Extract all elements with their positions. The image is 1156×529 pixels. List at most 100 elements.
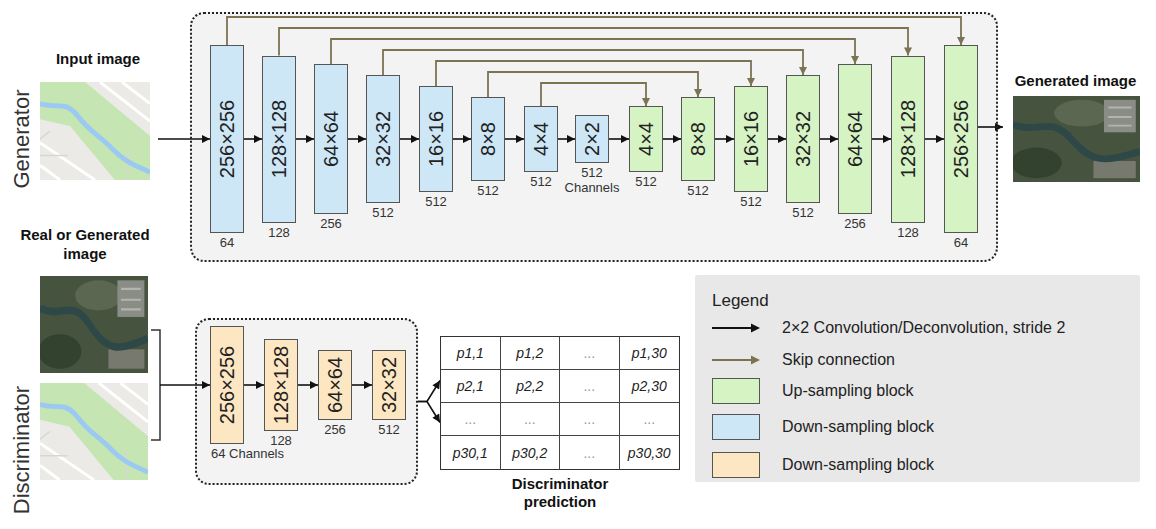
connector-line bbox=[400, 138, 419, 140]
network-panel: Discriminator256×25664 Channels128×12812… bbox=[195, 318, 418, 485]
resolution-label: 32×32 bbox=[373, 111, 393, 167]
resolution-label: 256×256 bbox=[217, 100, 237, 178]
connector-line bbox=[541, 83, 646, 106]
resolution-label: 4×4 bbox=[636, 122, 656, 156]
channel-count: 128 bbox=[897, 226, 919, 239]
grid-cell: ... bbox=[560, 436, 620, 469]
resolution-label: 32×32 bbox=[793, 111, 813, 167]
legend-swatch bbox=[712, 414, 760, 440]
channel-count: 512 bbox=[372, 206, 394, 219]
channel-count: 64 bbox=[220, 236, 234, 249]
table-cell-text: p1,2 bbox=[516, 345, 543, 361]
legend-row: Down-sampling block bbox=[712, 414, 1127, 440]
table-cell-text: ... bbox=[524, 411, 536, 427]
table-cell-text: p30,30 bbox=[628, 445, 671, 461]
panel-heading: Generator bbox=[11, 89, 33, 188]
legend-text: Skip connection bbox=[782, 347, 895, 373]
resolution-label: 16×16 bbox=[741, 111, 761, 167]
legend-text: 2×2 Convolution/Deconvolution, stride 2 bbox=[782, 315, 1065, 341]
connector bbox=[298, 385, 318, 386]
channel-count: 512 bbox=[687, 184, 709, 197]
grid-cell: p30,2 bbox=[501, 436, 561, 469]
panel-heading: Discriminator bbox=[11, 386, 33, 514]
channel-count: 256 bbox=[324, 423, 346, 436]
connector bbox=[418, 381, 440, 423]
table-cell-text: p2,1 bbox=[457, 378, 484, 394]
legend-line bbox=[712, 327, 752, 329]
layer-block: 256×25664 Channels bbox=[210, 326, 244, 444]
real-satellite-image bbox=[38, 276, 148, 373]
grid-cell: ... bbox=[441, 403, 501, 436]
resolution-label: 16×16 bbox=[426, 111, 446, 167]
resolution-label: 128×128 bbox=[898, 100, 918, 178]
channel-count: 512 bbox=[792, 206, 814, 219]
channel-count: 128 bbox=[270, 434, 292, 447]
input-map-image bbox=[40, 82, 150, 180]
caption-label: Generated image bbox=[1003, 72, 1148, 91]
legend-arrow-head bbox=[751, 356, 760, 365]
prediction-grid: Discriminator predictionp1,1p1,2...p1,30… bbox=[440, 336, 680, 470]
table-cell-text: ... bbox=[464, 411, 476, 427]
resolution-label: 64×64 bbox=[325, 357, 345, 413]
table-cell-text: ... bbox=[583, 345, 595, 361]
connector-line bbox=[925, 138, 944, 140]
table-cell-text: p1,30 bbox=[632, 345, 667, 361]
connector-line bbox=[768, 138, 786, 140]
connector-line bbox=[296, 138, 314, 140]
table-cell-text: p2,30 bbox=[632, 378, 667, 394]
legend-row: Up-sampling block bbox=[712, 378, 1127, 404]
channel-count: 512 bbox=[425, 195, 447, 208]
channel-count: 256 bbox=[320, 217, 342, 230]
grid-cell: ... bbox=[560, 403, 620, 436]
grid-cell: ... bbox=[501, 403, 561, 436]
connector bbox=[279, 28, 908, 56]
grid-cell: ... bbox=[560, 337, 620, 370]
table-cell-text: p1,1 bbox=[457, 345, 484, 361]
resolution-label: 128×128 bbox=[271, 346, 291, 424]
grid-cell: p2,30 bbox=[620, 370, 680, 403]
caption-label: Input image bbox=[38, 50, 158, 69]
resolution-label: 256×256 bbox=[951, 100, 971, 178]
table-cell-text: ... bbox=[583, 411, 595, 427]
grid-cell: p2,2 bbox=[501, 370, 561, 403]
legend-arrow-head bbox=[751, 324, 760, 333]
input-map-image bbox=[40, 383, 148, 480]
legend-heading: Legend bbox=[712, 291, 769, 311]
resolution-label: 4×4 bbox=[531, 122, 551, 156]
table-cell-text: ... bbox=[583, 445, 595, 461]
layer-block: 32×32512 bbox=[372, 350, 406, 420]
channel-count: 512 bbox=[740, 195, 762, 208]
legend-text: Down-sampling block bbox=[782, 414, 934, 440]
layer-block: 64×64256 bbox=[318, 350, 352, 420]
connector bbox=[558, 139, 575, 140]
layer-block: 16×16512 bbox=[734, 86, 768, 192]
connector bbox=[348, 139, 366, 140]
connector bbox=[609, 139, 629, 140]
grid-cell: p2,1 bbox=[441, 370, 501, 403]
channel-count: 128 bbox=[268, 226, 290, 239]
connector-line bbox=[418, 381, 440, 402]
layer-block: 32×32512 bbox=[786, 75, 820, 203]
layer-block: 128×128128 bbox=[262, 56, 296, 223]
resolution-label: 8×8 bbox=[478, 122, 498, 156]
grid-cell: p1,1 bbox=[441, 337, 501, 370]
table-cell-text: ... bbox=[643, 411, 655, 427]
legend-text: Down-sampling block bbox=[782, 452, 934, 478]
table-cell-text: ... bbox=[583, 378, 595, 394]
connector-line bbox=[158, 138, 210, 140]
grid-cell: p1,30 bbox=[620, 337, 680, 370]
grid-cell: ... bbox=[620, 403, 680, 436]
resolution-label: 8×8 bbox=[688, 122, 708, 156]
layer-block: 32×32512 bbox=[366, 75, 400, 203]
grid-cell: p1,2 bbox=[501, 337, 561, 370]
resolution-label: 2×2 bbox=[582, 122, 602, 156]
layer-block: 256×25664 bbox=[944, 45, 978, 233]
connector bbox=[768, 139, 786, 140]
channel-count: 64 Channels bbox=[211, 447, 284, 460]
connector bbox=[227, 17, 961, 45]
connector bbox=[453, 139, 471, 140]
bracket bbox=[151, 330, 160, 440]
connector bbox=[296, 139, 314, 140]
channel-count: 512 bbox=[635, 175, 657, 188]
